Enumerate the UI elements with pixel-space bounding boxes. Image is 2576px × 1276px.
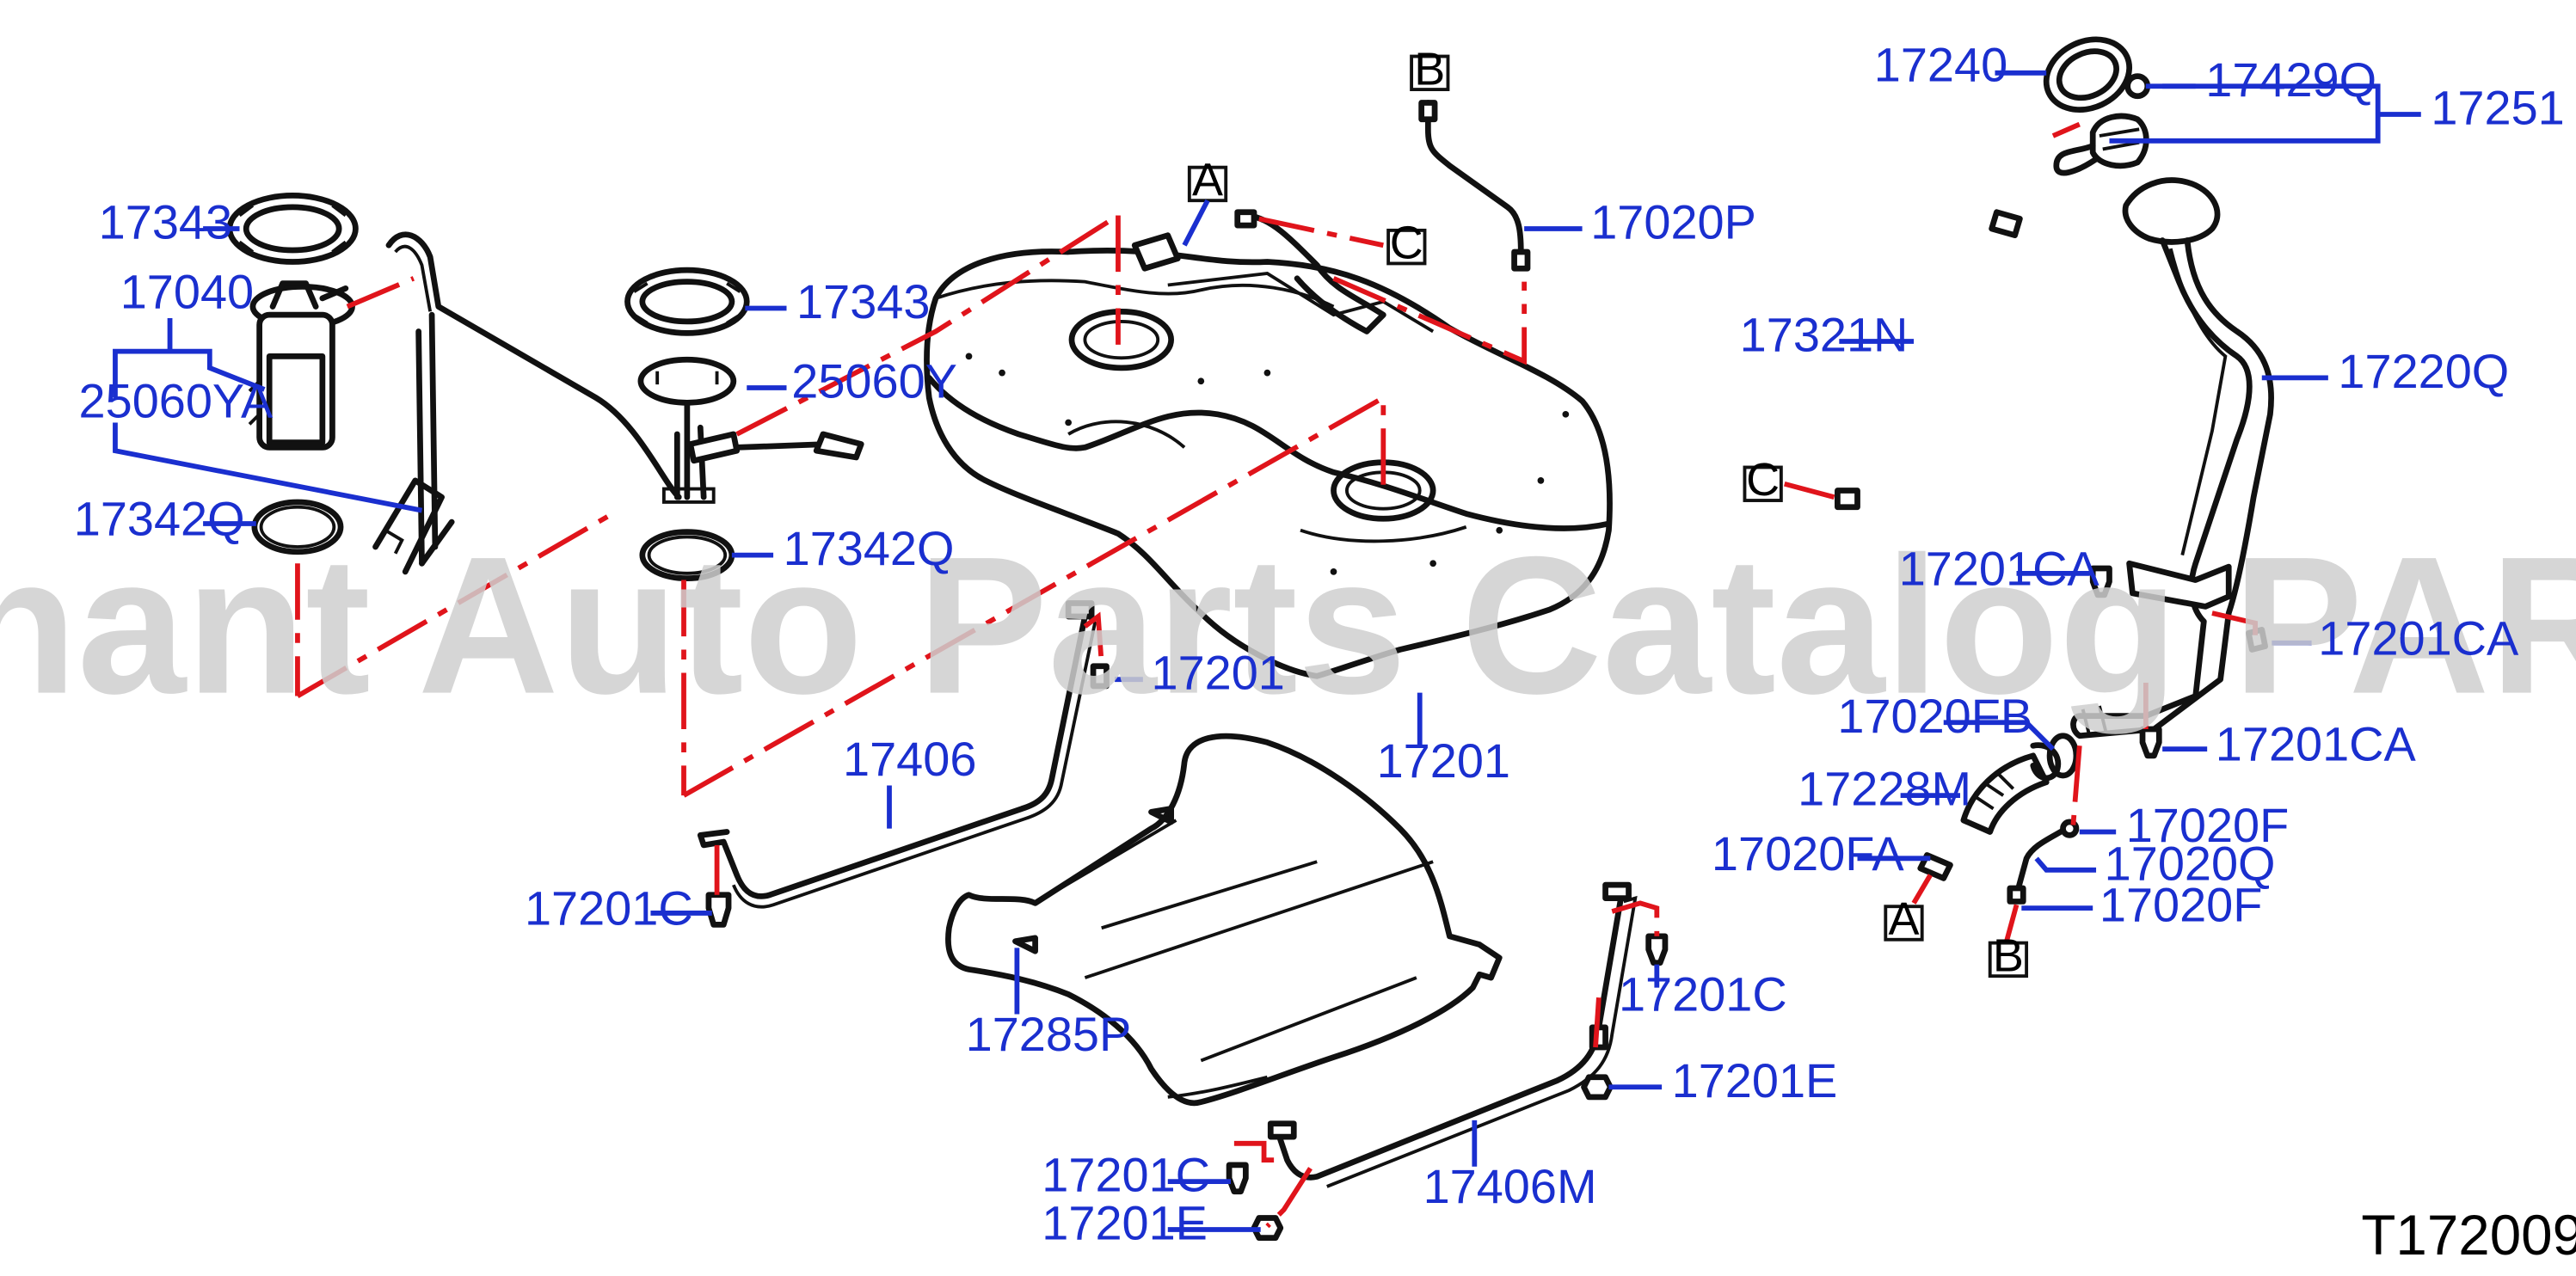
callout-17220q: 17220Q xyxy=(2338,344,2509,398)
bolt-17201c-left xyxy=(705,892,732,928)
callout-17429q: 17429Q xyxy=(2205,52,2376,107)
callout-25060y: 25060Y xyxy=(791,354,957,408)
callout-17201c-bottom: 17201C xyxy=(1042,1148,1210,1202)
callout-17240: 17240 xyxy=(1874,37,2007,91)
svg-text:A: A xyxy=(1192,154,1223,206)
callout-17201e-bottom: 17201E xyxy=(1042,1196,1208,1250)
bolt-17201c-right xyxy=(1645,933,1669,966)
callout-17201ca-2: 17201CA xyxy=(2318,610,2519,665)
callout-17321n: 17321N xyxy=(1740,308,1909,362)
svg-text:C: C xyxy=(1390,218,1423,269)
tank-strap-17406 xyxy=(697,600,1110,909)
phantom-lines xyxy=(295,121,2258,1229)
callout-17343-left: 17343 xyxy=(99,195,232,249)
callout-17406m: 17406M xyxy=(1423,1159,1597,1213)
diagram-code: T172009B xyxy=(2361,1204,2576,1267)
callout-17343-mid: 17343 xyxy=(796,274,930,328)
callout-17285p: 17285P xyxy=(966,1007,1132,1061)
callout-17251: 17251 xyxy=(2431,81,2564,135)
callout-17228m: 17228M xyxy=(1798,762,1971,816)
pump-seal-ring-left xyxy=(251,499,344,555)
connector-box-b-top: B xyxy=(1410,43,1450,95)
callout-17020f-1: 17020F xyxy=(2126,798,2290,852)
vent-tube-17020p xyxy=(1418,100,1531,272)
callout-17201: 17201 xyxy=(1377,733,1510,788)
callout-17201-partial: 17201 xyxy=(1151,646,1284,700)
callout-17201c-right: 17201C xyxy=(1619,967,1787,1021)
callout-17020f-2: 17020F xyxy=(2100,878,2263,932)
callout-17201ca-1: 17201CA xyxy=(1899,541,2100,595)
connector-box-a-bottom: A xyxy=(1884,893,1924,945)
callout-17201c-left: 17201C xyxy=(525,880,693,935)
filler-neck-17220q xyxy=(2070,177,2274,739)
connector-box-a-top: A xyxy=(1182,154,1228,247)
callout-25060ya: 25060YA xyxy=(79,374,274,428)
callout-17040: 17040 xyxy=(120,264,254,318)
callout-17020q: 17020Q xyxy=(2105,836,2276,890)
svg-text:B: B xyxy=(1993,929,2024,981)
fuel-pump-retainer-ring-left xyxy=(226,193,359,265)
callout-17342q-mid: 17342Q xyxy=(784,521,955,575)
heat-shield-17285p xyxy=(945,733,1503,1107)
connector-box-c-left: C xyxy=(1743,454,1783,506)
fuel-sender-unit xyxy=(637,356,864,504)
connector-box-b-bottom: B xyxy=(1988,929,2029,981)
callout-17020fb: 17020FB xyxy=(1837,689,2032,743)
leader-lines xyxy=(113,70,2421,1232)
callout-17020fa: 17020FA xyxy=(1712,826,1904,880)
fuel-pump-assembly xyxy=(248,280,355,451)
svg-text:B: B xyxy=(1414,43,1445,95)
callout-17342q-left: 17342Q xyxy=(74,492,245,546)
filler-pocket-seal-17240 xyxy=(2043,36,2133,113)
fuel-pump-retainer-ring-mid xyxy=(624,267,750,336)
vent-tube-17020q xyxy=(2007,819,2080,905)
nut-17201e-right xyxy=(1581,1074,1614,1101)
bolt-17201ca-3 xyxy=(2139,726,2162,759)
bolt-17201c-bottom xyxy=(1226,1162,1249,1195)
callout-17201ca-3: 17201CA xyxy=(2216,717,2417,771)
connector-box-c-top: C xyxy=(1386,218,1427,269)
bolt-17201ca-1 xyxy=(2089,565,2112,598)
svg-text:C: C xyxy=(1746,454,1780,506)
callout-17201e-right: 17201E xyxy=(1672,1053,1838,1107)
svg-text:A: A xyxy=(1888,893,1919,945)
watermark-text: Offers Merchant Auto Parts Catalog PARTS… xyxy=(0,517,2576,735)
hose-clamp-17020fb xyxy=(2046,733,2080,779)
callout-17406: 17406 xyxy=(843,732,976,786)
vent-hose-17321n xyxy=(1835,209,2023,511)
callout-labels: 17343 17040 25060YA 17342Q 17343 25060Y … xyxy=(74,37,2565,1249)
fuel-level-sender-tube xyxy=(372,231,682,575)
callout-17020p: 17020P xyxy=(1590,195,1756,249)
filler-hose-17228m xyxy=(1960,742,2062,835)
